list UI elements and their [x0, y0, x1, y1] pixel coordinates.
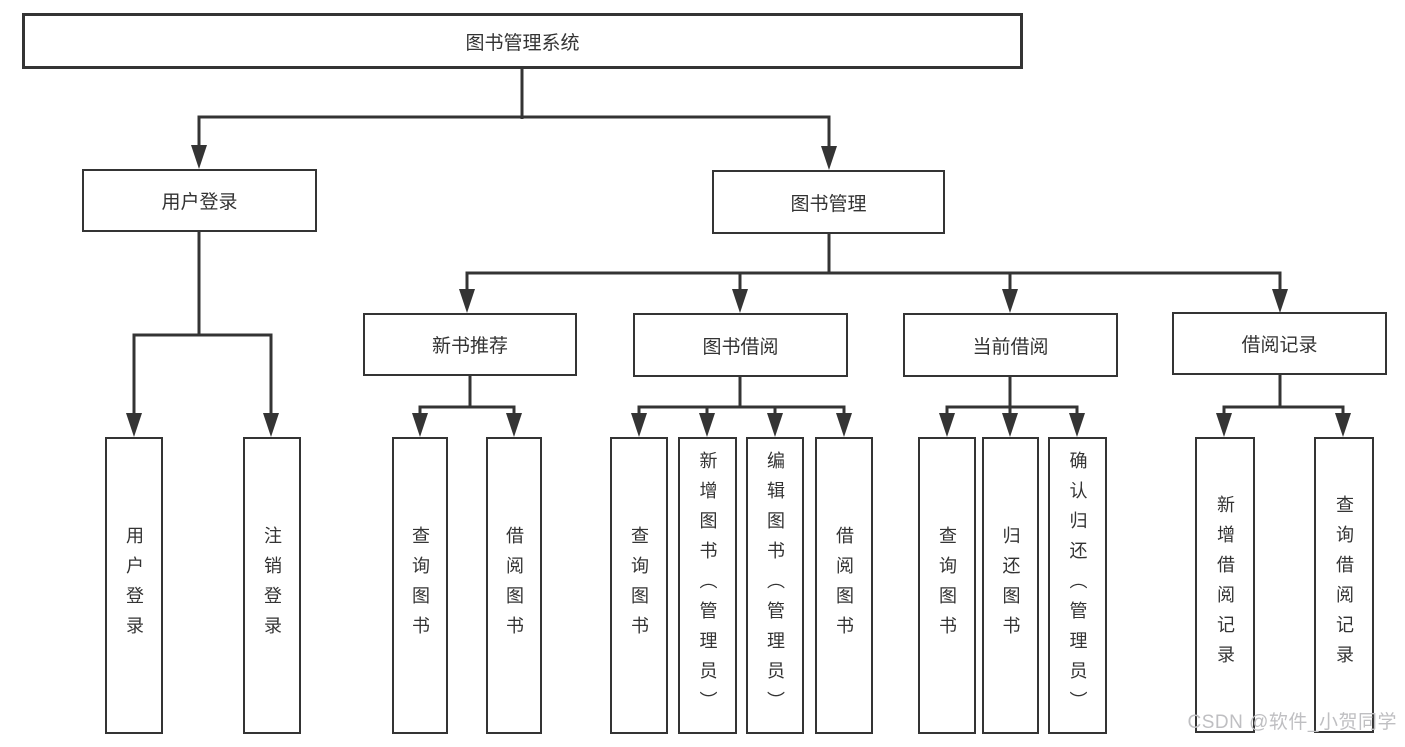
node-leaf-logout: 注销登录	[243, 437, 301, 734]
node-label: 用户登录	[124, 525, 144, 646]
arrowhead	[699, 413, 715, 437]
node-leaf-borrow-book-2: 借阅图书	[815, 437, 873, 734]
node-label: 图书管理系统	[465, 32, 580, 54]
node-label: 查询图书	[937, 525, 957, 646]
node-label: 新增借阅记录	[1215, 495, 1235, 675]
node-root: 图书管理系统	[22, 13, 1023, 69]
arrowhead	[939, 413, 955, 437]
node-label: 新增图书（管理员）	[697, 450, 718, 721]
watermark-text: CSDN @软件_小贺同学	[1187, 712, 1397, 733]
node-label: 新书推荐	[431, 336, 508, 357]
node-label: 借阅记录	[1241, 335, 1318, 356]
node-current-borrow: 当前借阅	[903, 313, 1118, 377]
arrowhead	[1216, 413, 1232, 437]
arrowhead	[459, 289, 475, 313]
node-book-mgmt: 图书管理	[712, 170, 945, 234]
node-leaf-query-book-2: 查询图书	[610, 437, 668, 734]
arrowhead	[191, 145, 207, 169]
node-label: 当前借阅	[972, 336, 1049, 358]
arrowhead	[506, 413, 522, 437]
arrowhead	[412, 413, 428, 437]
node-book-borrow: 图书借阅	[633, 313, 848, 377]
node-new-book-rec: 新书推荐	[363, 313, 577, 376]
arrowhead	[631, 413, 647, 437]
node-leaf-return-book: 归还图书	[982, 437, 1039, 734]
arrowhead	[821, 146, 837, 170]
connector-edges	[132, 69, 1345, 417]
arrowhead	[263, 413, 279, 437]
node-label: 查询图书	[629, 525, 649, 646]
node-borrow-record: 借阅记录	[1172, 312, 1387, 375]
node-label: 查询借阅记录	[1334, 495, 1354, 675]
node-label: 确认归还（管理员）	[1067, 450, 1088, 721]
arrowhead	[1002, 289, 1018, 313]
arrowhead	[1069, 413, 1085, 437]
node-leaf-query-book-3: 查询图书	[918, 437, 976, 734]
node-leaf-add-book: 新增图书（管理员）	[678, 437, 737, 734]
arrowhead	[1335, 413, 1351, 437]
node-label: 编辑图书（管理员）	[765, 450, 785, 721]
node-label: 归还图书	[1000, 525, 1021, 646]
node-leaf-borrow-book-1: 借阅图书	[486, 437, 542, 734]
node-leaf-confirm-return: 确认归还（管理员）	[1048, 437, 1107, 734]
arrowhead	[126, 413, 142, 437]
node-label: 借阅图书	[504, 525, 524, 646]
arrowhead	[767, 413, 783, 437]
node-leaf-edit-book: 编辑图书（管理员）	[746, 437, 804, 734]
arrowhead	[836, 413, 852, 437]
node-label: 注销登录	[262, 525, 282, 646]
arrowheads	[126, 145, 1351, 437]
node-label: 借阅图书	[834, 525, 854, 646]
node-leaf-add-record: 新增借阅记录	[1195, 437, 1255, 733]
arrowhead	[1002, 413, 1018, 437]
node-leaf-query-book-1: 查询图书	[392, 437, 448, 734]
node-leaf-query-record: 查询借阅记录	[1314, 437, 1374, 733]
arrowhead	[732, 289, 748, 313]
node-label: 用户登录	[161, 192, 238, 213]
node-label: 图书管理	[790, 193, 867, 215]
node-label: 图书借阅	[702, 336, 779, 358]
node-label: 查询图书	[410, 525, 430, 646]
node-user-login: 用户登录	[82, 169, 317, 232]
node-leaf-user-login: 用户登录	[105, 437, 163, 734]
arrowhead	[1272, 289, 1288, 313]
